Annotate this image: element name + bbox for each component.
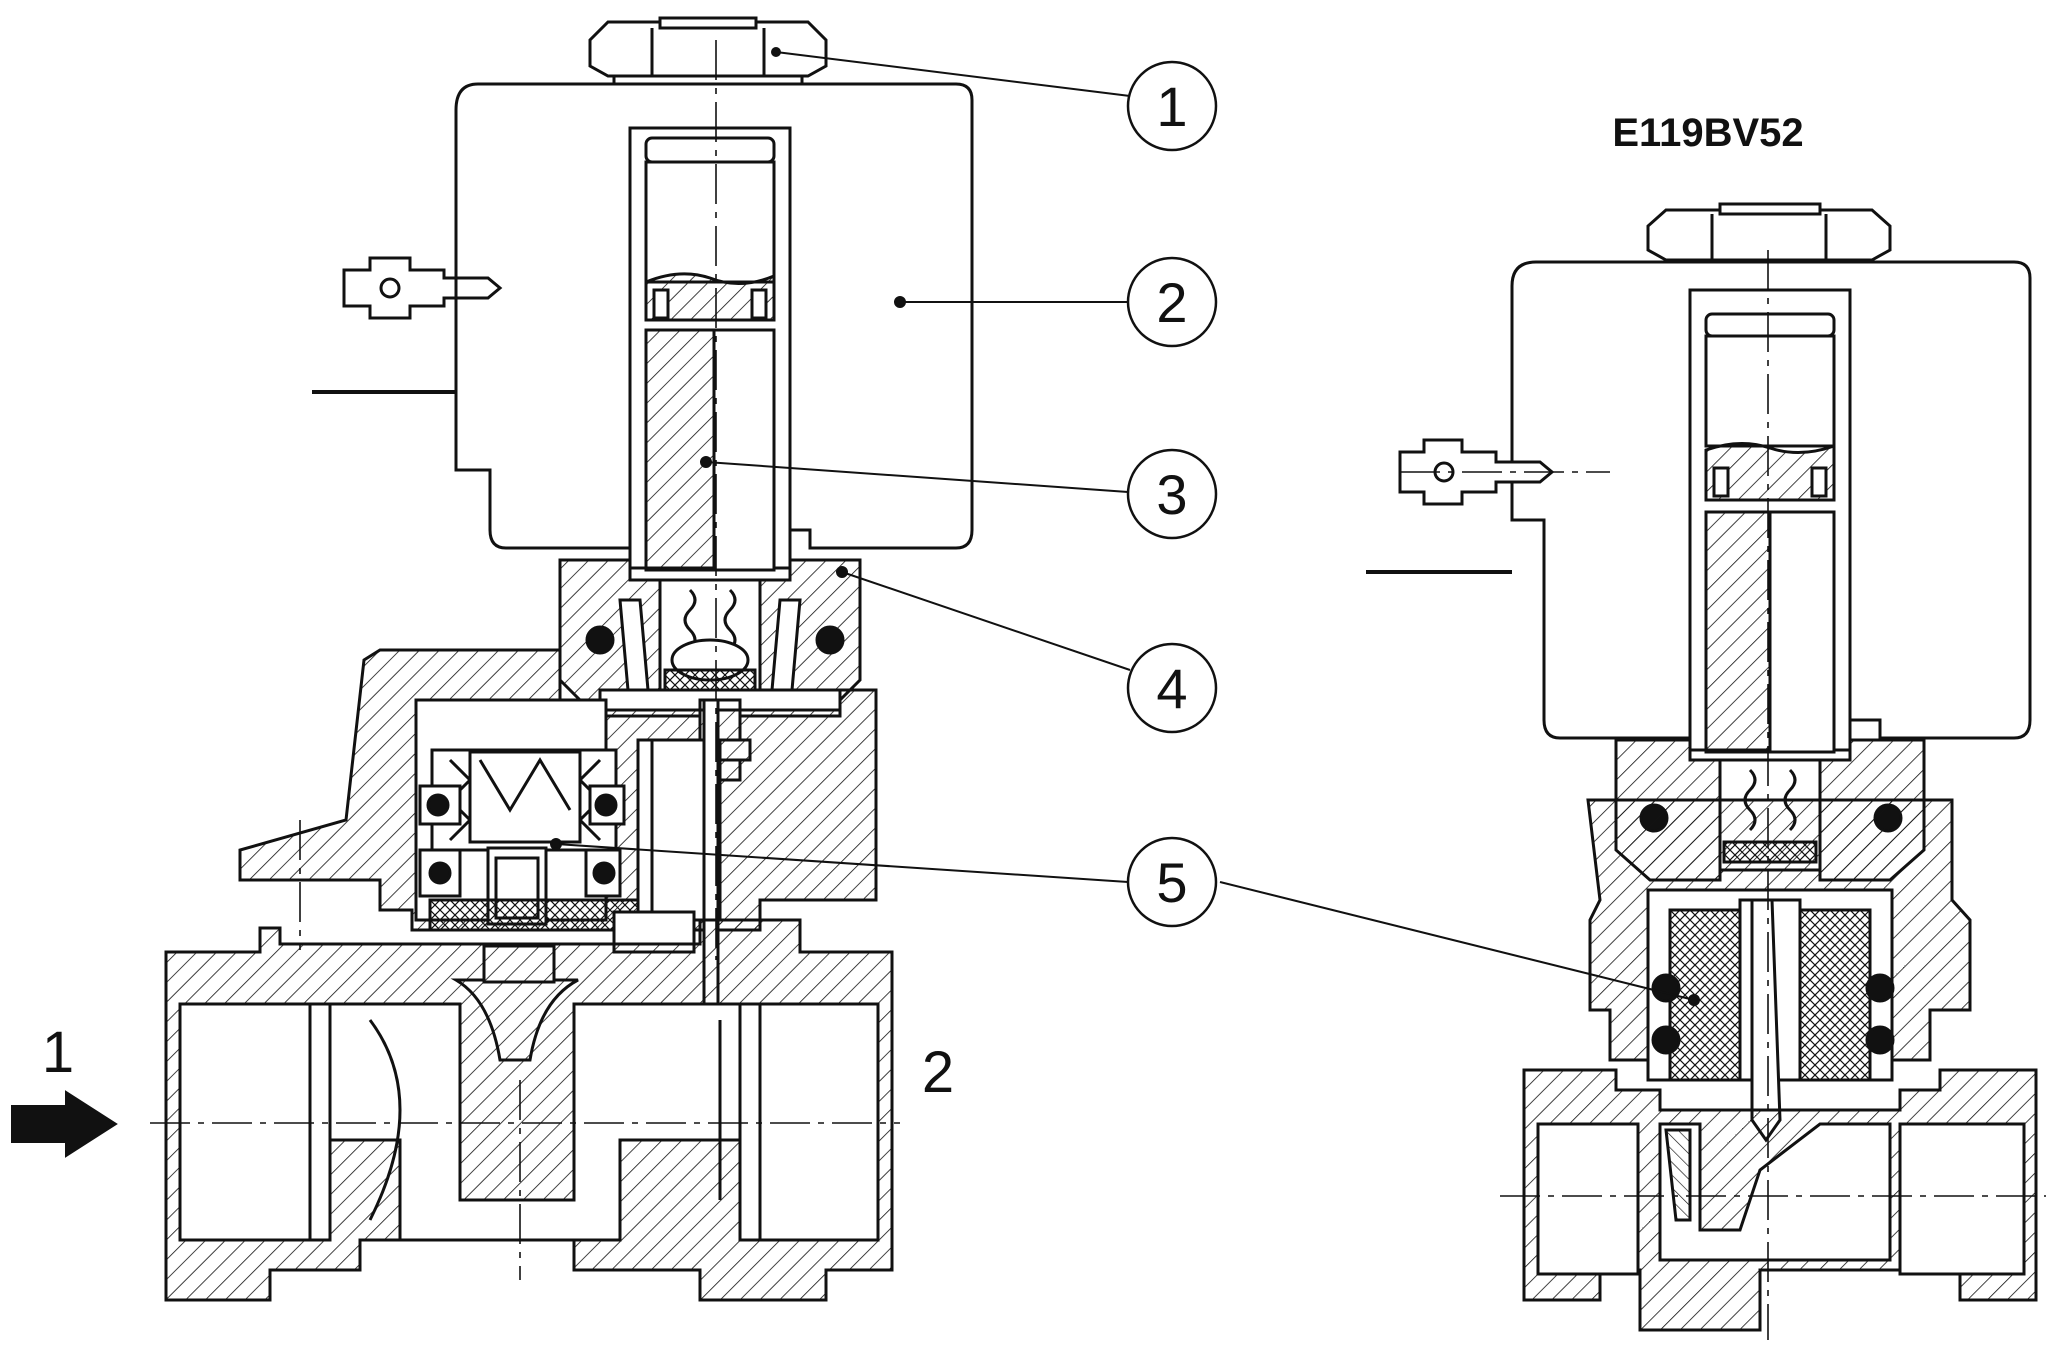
left-bonnet [558,558,862,782]
left-armature-tube [628,126,792,572]
left-valve [150,16,974,1302]
right-valve [1366,202,2046,1340]
model-label: E119BV52 [1612,111,1803,155]
left-center-lines [150,40,900,1280]
callout-4-label: 4 [1156,657,1187,720]
callout-4: 4 [1126,642,1218,734]
right-center-lines [1400,250,2046,1340]
leader-line-3 [705,461,1129,493]
callout-5-label: 5 [1156,851,1187,914]
leader-lines [550,47,1700,1006]
inlet-port-label: 1 [42,1020,74,1085]
callout-2: 2 [1126,256,1218,348]
flow-markers: 1 2 [11,1020,954,1158]
right-seal-insert [1651,898,1895,1143]
callout-2-label: 2 [1156,271,1187,334]
callout-1-label: 1 [1156,75,1187,138]
leader-line-5a [555,843,1129,883]
callout-3-label: 3 [1156,463,1187,526]
callouts: 1 2 3 4 5 [1126,60,1218,928]
callout-1: 1 [1126,60,1218,152]
callout-3: 3 [1126,448,1218,540]
flow-direction-arrow-icon [11,1090,118,1158]
left-terminal-connector [312,256,503,394]
leader-line-1 [775,51,1131,97]
outlet-port-label: 2 [922,1040,954,1105]
right-armature-tube [1688,288,1852,754]
callout-5: 5 [1126,836,1218,928]
leader-line-4 [841,571,1131,671]
leader-line-5b [1219,881,1695,1001]
